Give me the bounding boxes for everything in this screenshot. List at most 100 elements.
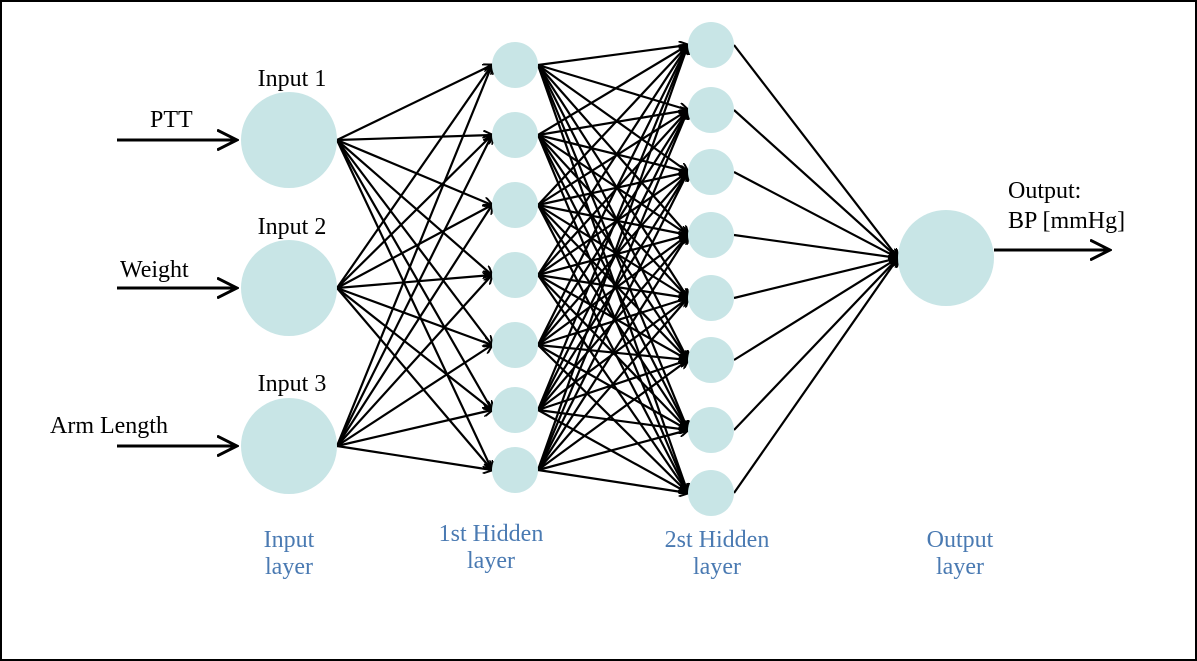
edge-h1-1-h2-1 — [537, 45, 688, 67]
feature-weight-label: Weight — [120, 257, 189, 283]
hidden2-node-1 — [688, 22, 734, 68]
hidden2-layer-label-line1: 2st Hidden — [665, 527, 770, 553]
edge-h1-4-h2-6 — [537, 274, 688, 360]
edge-h2-5-out — [733, 258, 898, 300]
edge-in2-h1-1 — [336, 65, 492, 289]
input-layer-label-line2: layer — [265, 554, 313, 580]
edge-h2-4-out — [733, 233, 898, 258]
input-node-2 — [241, 240, 337, 336]
feature-ptt-label: PTT — [150, 107, 193, 133]
hidden1-node-2 — [492, 112, 538, 158]
edge-h1-6-h2-1 — [536, 45, 688, 411]
edge-h1-7-h2-1 — [536, 45, 688, 471]
edge-in1-h1-5 — [336, 139, 492, 345]
hidden2-node-2 — [688, 87, 734, 133]
hidden1-layer-label-line1: 1st Hidden — [439, 521, 544, 547]
output-label-line2: BP [mmHg] — [1008, 208, 1125, 234]
edge-h2-2-out — [733, 109, 898, 258]
feature-arm-length-label: Arm Length — [50, 413, 168, 439]
edge-h1-6-h2-8 — [537, 409, 688, 493]
input-node-1 — [241, 92, 337, 188]
edge-in1-h1-6 — [336, 139, 492, 410]
input-layer-label-line1: Input — [264, 527, 315, 553]
edge-h1-1-h2-5 — [537, 64, 688, 298]
hidden2-node-7 — [688, 407, 734, 453]
edge-in3-h1-7 — [336, 444, 492, 470]
edge-h1-3-h2-3 — [537, 172, 688, 207]
hidden2-layer-label-line2: layer — [693, 554, 741, 580]
edge-in3-h1-5 — [336, 345, 492, 447]
hidden1-node-5 — [492, 322, 538, 368]
edge-in2-h1-5 — [336, 286, 492, 345]
edge-in2-h1-2 — [336, 135, 492, 289]
input-3-label: Input 3 — [258, 371, 327, 397]
hidden2-node-4 — [688, 212, 734, 258]
edge-h1-7-h2-8 — [537, 468, 688, 493]
output-layer-label-line2: layer — [936, 554, 984, 580]
edge-h1-3-h2-8 — [537, 204, 688, 493]
input-1-label: Input 1 — [258, 66, 327, 92]
output-layer-label-line1: Output — [927, 527, 994, 553]
edge-h2-6-out — [733, 258, 898, 361]
hidden2-node-8 — [688, 470, 734, 516]
edge-h2-8-out — [733, 258, 898, 494]
edge-in2-h1-3 — [336, 205, 492, 289]
edge-h1-2-h2-8 — [536, 134, 688, 493]
edge-h2-7-out — [733, 258, 898, 431]
edge-h1-1-h2-8 — [536, 64, 688, 493]
input-2-label: Input 2 — [258, 214, 327, 240]
edge-in2-h1-7 — [336, 287, 492, 470]
edge-h2-1-out — [733, 44, 898, 258]
edge-h1-7-h2-3 — [537, 172, 688, 471]
output-label-line1: Output: — [1008, 178, 1081, 204]
edge-in3-h1-2 — [336, 135, 492, 447]
edge-h1-7-h2-4 — [537, 235, 688, 471]
edge-in1-h1-3 — [336, 138, 492, 205]
edge-h1-5-h2-1 — [537, 45, 688, 346]
edge-in3-h1-4 — [336, 275, 492, 447]
output-node — [898, 210, 994, 306]
edge-in3-h1-6 — [336, 410, 492, 448]
edge-h1-3-h2-5 — [537, 204, 688, 298]
edge-in3-h1-3 — [336, 205, 492, 447]
edge-h1-2-h2-3 — [537, 133, 688, 172]
edge-h1-3-h2-2 — [537, 110, 688, 206]
edge-in1-h1-4 — [336, 139, 492, 275]
edge-in2-h1-4 — [336, 275, 492, 290]
edge-in1-h1-2 — [336, 135, 492, 142]
edge-h1-2-h2-1 — [537, 45, 688, 136]
edge-in3-h1-1 — [335, 65, 492, 447]
hidden1-node-6 — [492, 387, 538, 433]
edge-h1-1-h2-3 — [537, 64, 688, 172]
edge-h1-7-h2-5 — [537, 298, 688, 471]
hidden1-node-3 — [492, 182, 538, 228]
edge-h1-6-h2-7 — [537, 408, 688, 430]
edge-h1-4-h2-1 — [537, 45, 688, 276]
edge-h1-3-h2-6 — [537, 204, 688, 360]
hidden1-node-7 — [492, 447, 538, 493]
hidden2-node-6 — [688, 337, 734, 383]
edge-h1-1-h2-6 — [537, 64, 688, 360]
hidden1-node-4 — [492, 252, 538, 298]
edge-h1-7-h2-6 — [537, 360, 688, 471]
edge-h1-7-h2-2 — [536, 110, 688, 471]
edge-h1-4-h2-3 — [537, 172, 688, 276]
edge-h1-2-h2-5 — [537, 134, 688, 298]
edge-h1-3-h2-1 — [537, 45, 688, 206]
connection-edges — [117, 45, 1110, 493]
edge-h1-2-h2-4 — [537, 134, 688, 235]
edge-h1-3-h2-4 — [537, 203, 688, 235]
hidden1-node-1 — [492, 42, 538, 88]
edge-in1-h1-1 — [336, 65, 492, 141]
edge-h1-7-h2-7 — [537, 430, 688, 472]
edge-h2-3-out — [733, 171, 898, 258]
edge-h1-4-h2-5 — [537, 273, 688, 298]
edge-h1-2-h2-6 — [537, 134, 688, 360]
hidden2-node-3 — [688, 149, 734, 195]
hidden1-layer-label-line2: layer — [467, 548, 515, 574]
input-node-3 — [241, 398, 337, 494]
edge-h1-1-h2-4 — [537, 64, 688, 235]
edge-h1-1-h2-2 — [537, 63, 688, 110]
